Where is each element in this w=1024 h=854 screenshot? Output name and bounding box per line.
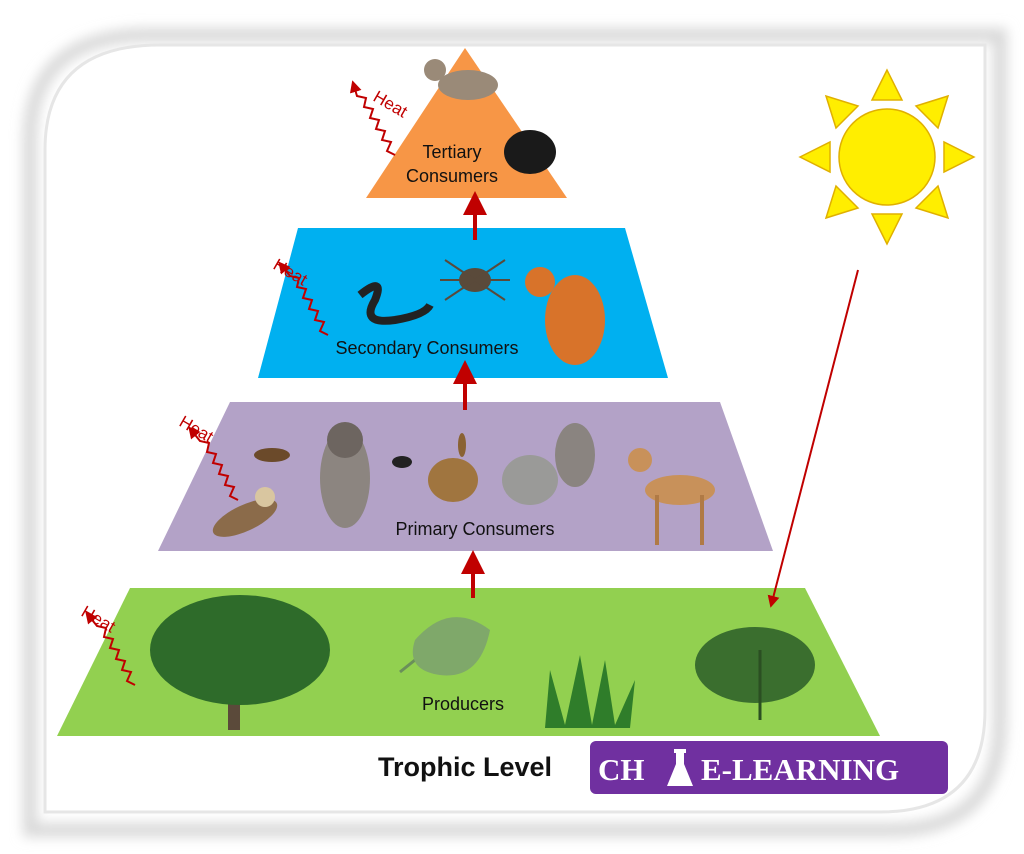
trophic-level-title: Trophic Level (378, 752, 552, 782)
coyote-icon (424, 59, 498, 100)
beetle-icon (392, 456, 412, 468)
heat-arrow-primary (188, 426, 239, 501)
svg-text:CH: CH (598, 752, 645, 787)
sunlight-arrow (767, 269, 859, 608)
heat-arrow-producers (85, 611, 136, 686)
producers-label: Producers (422, 694, 504, 714)
rabbit-icon (428, 433, 478, 502)
deer-icon (628, 448, 715, 545)
heat-arrow-tertiary (349, 80, 396, 156)
bird-icon (212, 487, 278, 537)
tertiary-label-line2: Consumers (406, 166, 498, 186)
flask-icon (667, 749, 693, 786)
ch-elearning-logo: CH E-LEARNING (590, 741, 948, 794)
primary-label: Primary Consumers (395, 519, 554, 539)
tertiary-label-line1: Tertiary (422, 142, 481, 162)
secondary-label: Secondary Consumers (335, 338, 518, 358)
frame-shadow (23, 28, 1007, 837)
sun-icon (798, 68, 976, 246)
heat-arrow-secondary (278, 261, 329, 336)
cricket-icon (254, 448, 290, 462)
leaf-icon (399, 617, 490, 676)
bear-icon (504, 130, 556, 174)
tree-icon (150, 595, 330, 730)
energy-arrows (453, 191, 487, 598)
fern-icon (695, 627, 815, 720)
raccoon-icon (320, 422, 370, 528)
squirrel-icon (502, 423, 595, 505)
snake-icon (357, 282, 434, 325)
grass-icon (545, 655, 635, 728)
fox-icon (525, 267, 605, 365)
spider-icon (440, 259, 510, 301)
svg-text:E-LEARNING: E-LEARNING (701, 752, 899, 787)
